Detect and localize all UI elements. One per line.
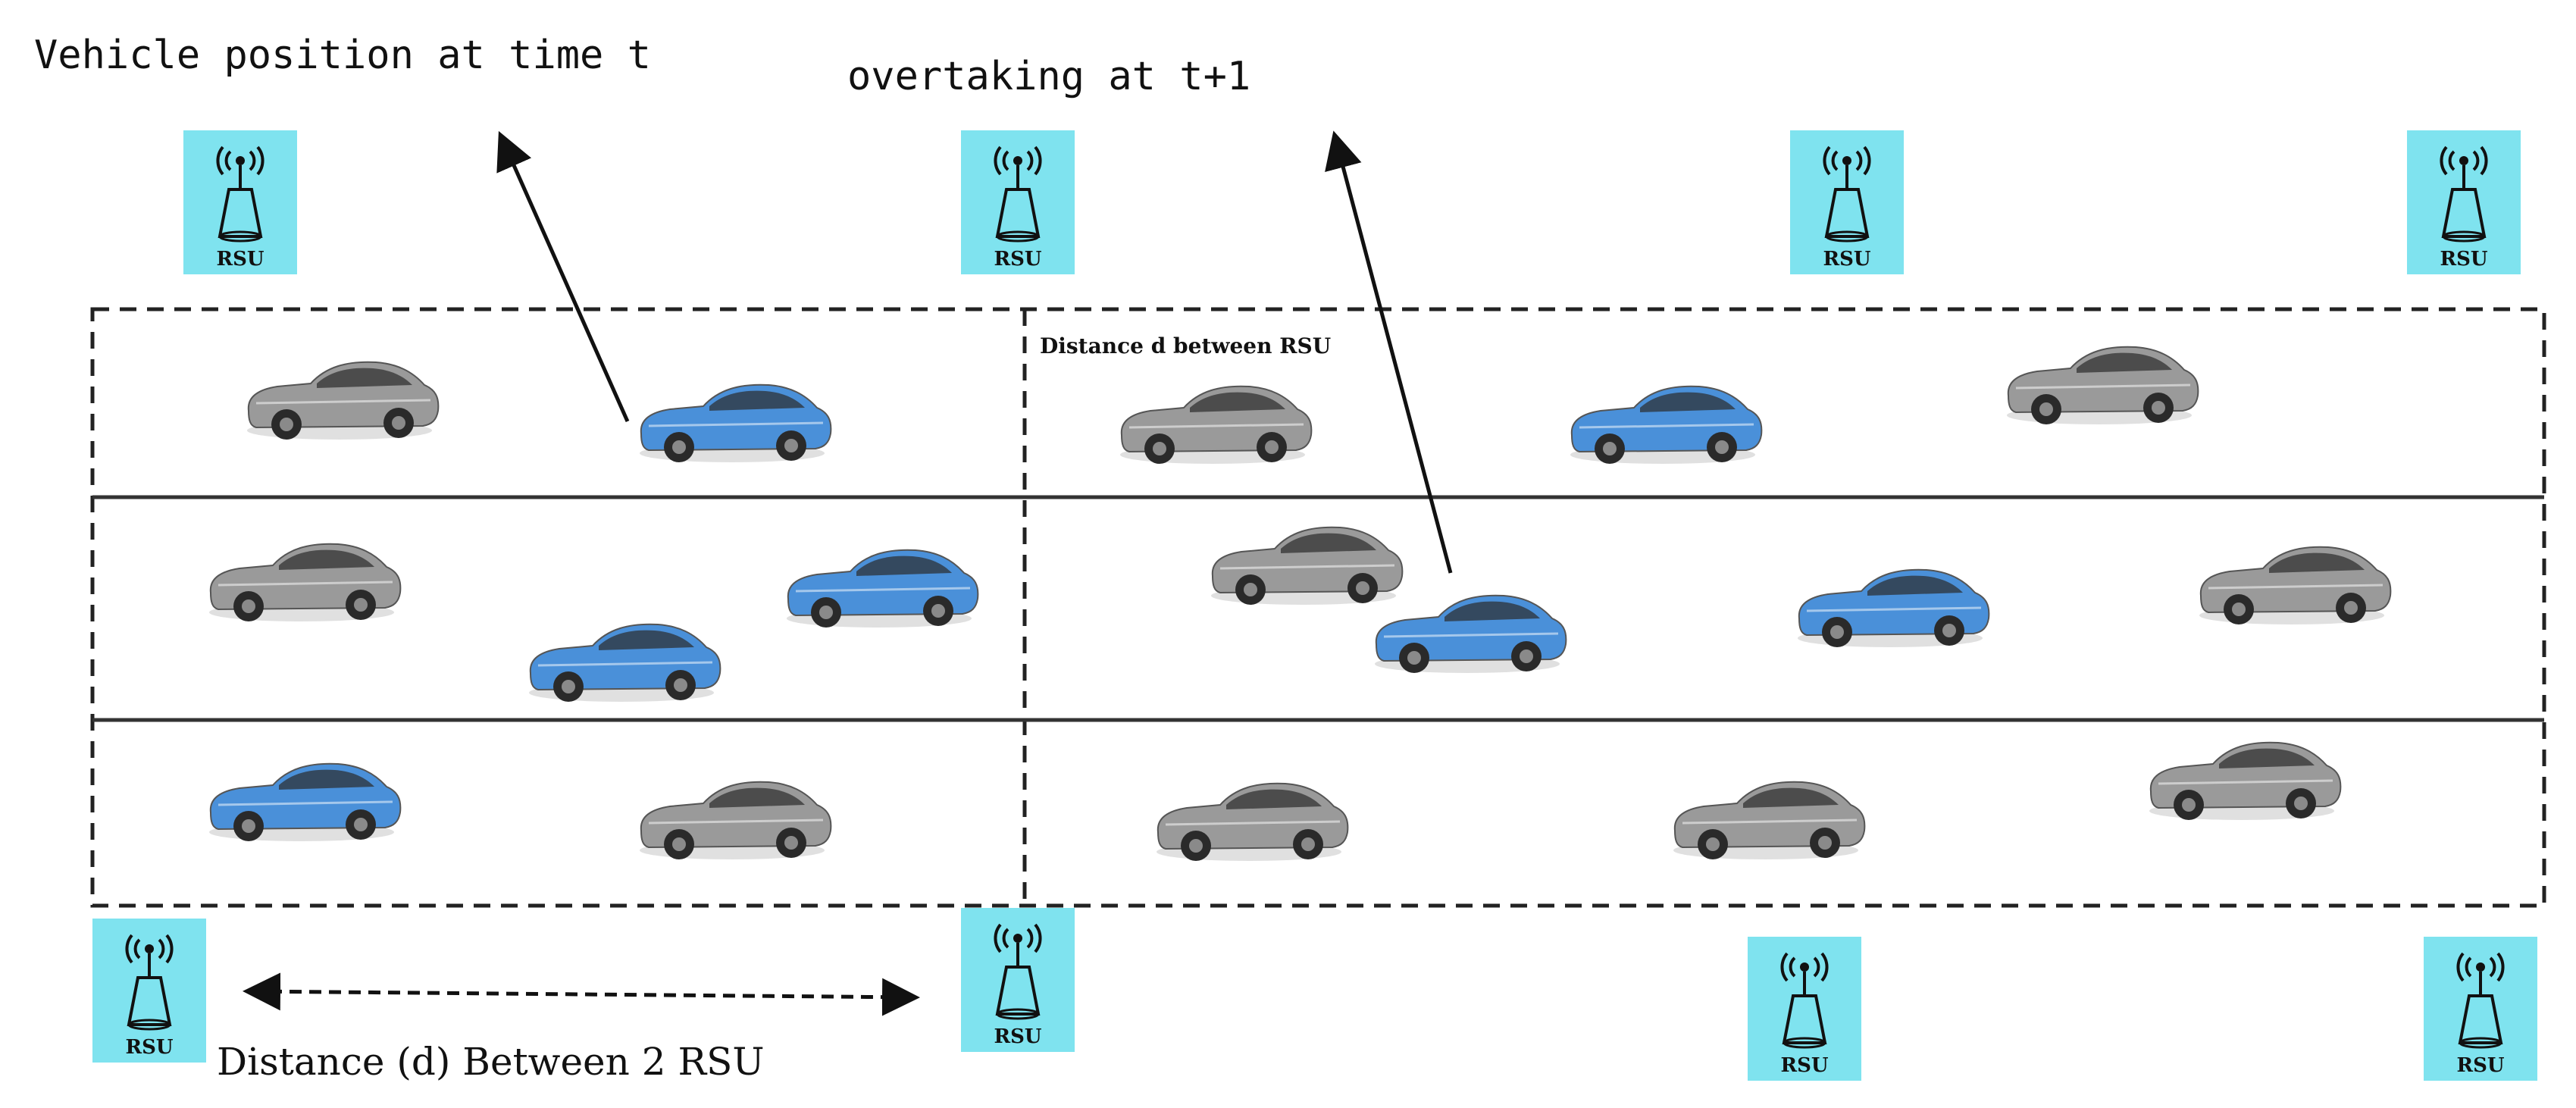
rsu-label: RSU bbox=[2440, 248, 2487, 271]
rsu-label: RSU bbox=[1823, 248, 1870, 271]
distance-double-arrow bbox=[243, 972, 920, 1016]
rsu-label: RSU bbox=[216, 248, 264, 271]
rsu-unit: RSU bbox=[2405, 129, 2522, 276]
vehicle-highlighted bbox=[208, 762, 402, 843]
overtaking-label: overtaking at t+1 bbox=[847, 54, 1250, 99]
vehicle-highlighted bbox=[1796, 568, 1990, 649]
vehicle-highlighted bbox=[638, 383, 832, 464]
road-area bbox=[90, 307, 2546, 908]
rsu-unit: RSU bbox=[2422, 935, 2539, 1082]
distance-inner-label: Distance d between RSU bbox=[1040, 333, 1331, 358]
vehicle-regular bbox=[1210, 526, 1404, 606]
rsu-label: RSU bbox=[994, 248, 1041, 271]
rsu-label: RSU bbox=[125, 1036, 173, 1059]
vehicle-regular bbox=[1119, 385, 1313, 465]
vehicle-regular bbox=[2198, 546, 2392, 626]
rsu-unit: RSU bbox=[182, 129, 299, 276]
rsu-unit: RSU bbox=[91, 917, 208, 1064]
vehicle-regular bbox=[1155, 782, 1349, 862]
distance-bottom-label: Distance (d) Between 2 RSU bbox=[217, 1040, 765, 1084]
rsu-unit: RSU bbox=[959, 129, 1076, 276]
vehicle-regular bbox=[2148, 741, 2342, 822]
overtaking-arrow bbox=[1325, 130, 1453, 574]
vehicle-highlighted bbox=[1373, 594, 1567, 675]
rsu-label: RSU bbox=[994, 1025, 1041, 1048]
rsu-unit: RSU bbox=[959, 906, 1076, 1053]
vehicle-regular bbox=[208, 543, 402, 623]
vehicle-highlighted bbox=[1569, 385, 1763, 465]
vehicle-position-label: Vehicle position at time t bbox=[34, 33, 651, 78]
vehicle-highlighted bbox=[785, 549, 979, 629]
vehicle-regular bbox=[2005, 346, 2199, 426]
vehicle-regular bbox=[638, 781, 832, 861]
vehicle-regular bbox=[246, 361, 440, 441]
vehicle-highlighted bbox=[527, 623, 721, 703]
vehicle-regular bbox=[1672, 781, 1866, 861]
rsu-unit: RSU bbox=[1789, 129, 1905, 276]
vehicle-position-arrow bbox=[496, 130, 630, 423]
rsu-label: RSU bbox=[2456, 1054, 2504, 1077]
rsu-unit: RSU bbox=[1746, 935, 1863, 1082]
rsu-label: RSU bbox=[1780, 1054, 1828, 1077]
